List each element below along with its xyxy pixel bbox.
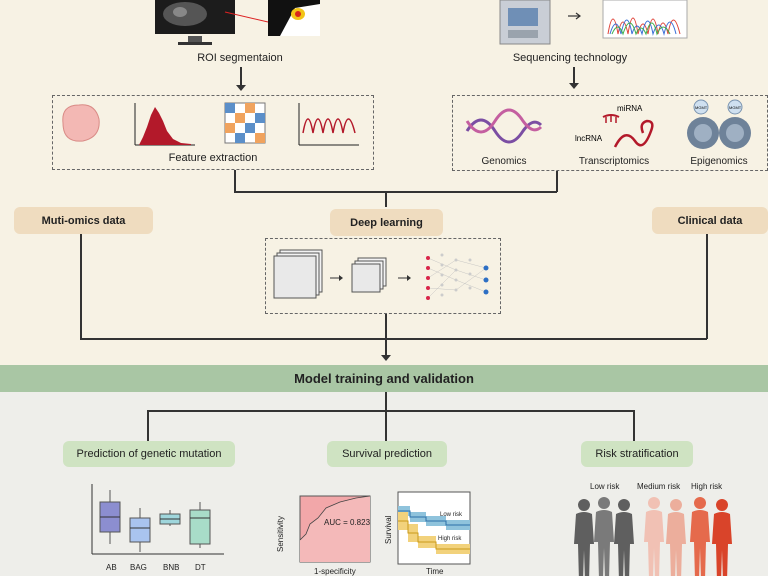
feature-icons (62, 102, 359, 146)
person-low-1 (574, 499, 594, 576)
monitor-stand (188, 36, 202, 42)
km-high-label: High risk (438, 536, 462, 542)
risk-people-illustration (574, 497, 732, 576)
fully-connected-icon (427, 257, 487, 299)
deep-learning-pill: Deep learning (330, 209, 443, 236)
boxplot-category-ab: AB (106, 563, 117, 572)
clinical-connector (706, 234, 708, 339)
person-medium-1 (644, 497, 664, 576)
output-left-connector (147, 410, 149, 441)
boxplot-category-bag: BAG (130, 563, 147, 572)
sequencing-illustration (499, 0, 688, 45)
bottom-background (0, 392, 768, 576)
output-center-connector (385, 410, 387, 441)
connector-left-down (234, 170, 236, 192)
connector-right-down (556, 171, 558, 192)
person-high-1 (690, 497, 710, 576)
roc-xlabel: 1-specificity (314, 567, 356, 576)
histogram-icon (134, 103, 195, 146)
wave-icon (298, 103, 359, 146)
nucleosome-icon (687, 99, 751, 149)
boxplot-category-dt: DT (195, 563, 206, 572)
feature-map-icon (351, 257, 387, 293)
box-dt (189, 502, 211, 548)
roi-arrow-head (236, 85, 246, 91)
boxplot-chart (91, 484, 224, 555)
connector-to-training (385, 314, 387, 358)
seq-arrow-head (569, 83, 579, 89)
roc-curve (299, 495, 371, 541)
banner-connector (385, 392, 387, 410)
mgmt-label-1: MGMT (695, 105, 708, 110)
medium-risk-label: Medium risk (637, 482, 681, 491)
km-chart (397, 491, 471, 565)
boxplot-category-bnb: BNB (163, 563, 180, 572)
high-risk-label: High risk (691, 482, 723, 491)
km-low-band (398, 506, 470, 530)
network-nodes (426, 253, 489, 300)
km-xlabel: Time (426, 567, 444, 576)
box-bnb (159, 510, 181, 526)
training-arrow-head (381, 355, 391, 361)
connector-horizontal-bottom (80, 338, 707, 340)
seq-arrow-line (573, 67, 575, 85)
output-right-connector (633, 410, 635, 441)
roi-arrow-line (240, 67, 242, 89)
low-risk-label: Low risk (590, 482, 620, 491)
neural-network-illustration (273, 249, 489, 300)
roc-ylabel: Sensitivity (276, 515, 285, 552)
epigenomics-label: Epigenomics (690, 156, 748, 167)
sequencing-label: Sequencing technology (512, 52, 628, 64)
top-background (0, 0, 768, 365)
connector-center-down (385, 191, 387, 207)
mirna-label: miRNA (617, 104, 643, 113)
person-low-2 (594, 497, 614, 576)
box-bag (129, 508, 151, 552)
matrix-icon (224, 102, 266, 144)
box-ab (99, 490, 121, 544)
roc-chart (299, 495, 371, 563)
input-volume-icon (273, 249, 323, 299)
mgmt-label-2: MGMT (729, 105, 742, 110)
roi-segmentation-illustration (155, 0, 320, 45)
feature-extraction-label: Feature extraction (168, 152, 258, 164)
model-training-banner: Model training and validation (0, 365, 768, 392)
outputs-horizontal (147, 410, 634, 412)
person-high-2 (712, 499, 732, 576)
omics-icons: miRNA lncRNA MGMT MGMT (465, 99, 751, 149)
feature-extraction-box (52, 95, 374, 170)
km-low-label: Low risk (440, 512, 463, 518)
clinical-data-pill: Clinical data (652, 207, 768, 234)
tumor-blob-icon (62, 104, 100, 142)
transcriptomics-label: Transcriptomics (578, 156, 650, 167)
roc-auc-label: AUC = 0.823 (324, 518, 371, 527)
multiomics-data-pill: Muti-omics data (14, 207, 153, 234)
risk-stratification-pill: Risk stratification (581, 441, 693, 467)
person-medium-2 (666, 499, 686, 576)
deep-learning-box (265, 238, 501, 314)
connector-horizontal-top (234, 191, 557, 193)
genomics-label: Genomics (481, 156, 527, 167)
roi-segmentation-label: ROI segmentaion (197, 52, 283, 64)
lncrna-label: lncRNA (575, 134, 603, 143)
km-ylabel: Survival (384, 515, 393, 544)
dna-helix-icon (465, 108, 543, 144)
rna-icon (602, 114, 654, 148)
survival-prediction-pill: Survival prediction (327, 441, 447, 467)
person-low-3 (614, 499, 634, 576)
multiomics-connector (80, 234, 82, 339)
genetic-mutation-pill: Prediction of genetic mutation (63, 441, 235, 467)
